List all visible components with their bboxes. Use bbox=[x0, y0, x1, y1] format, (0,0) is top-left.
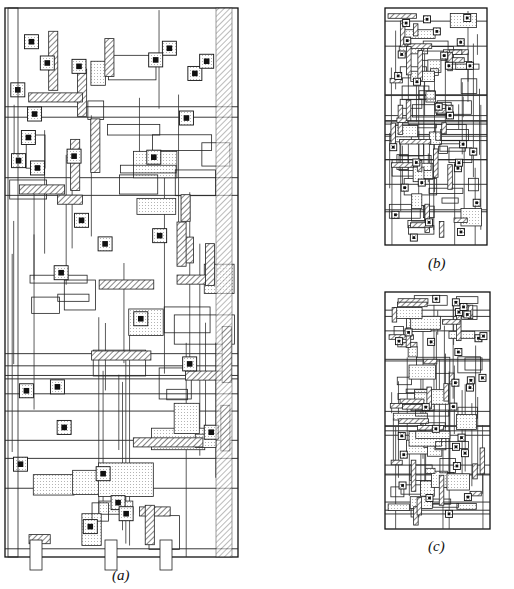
layout-panel bbox=[385, 292, 490, 529]
panel-label: (a) bbox=[112, 568, 130, 583]
layout-panel bbox=[5, 8, 238, 570]
panel-label: (b) bbox=[428, 256, 446, 271]
panel-label: (c) bbox=[428, 539, 445, 554]
layout-panel bbox=[385, 8, 487, 245]
